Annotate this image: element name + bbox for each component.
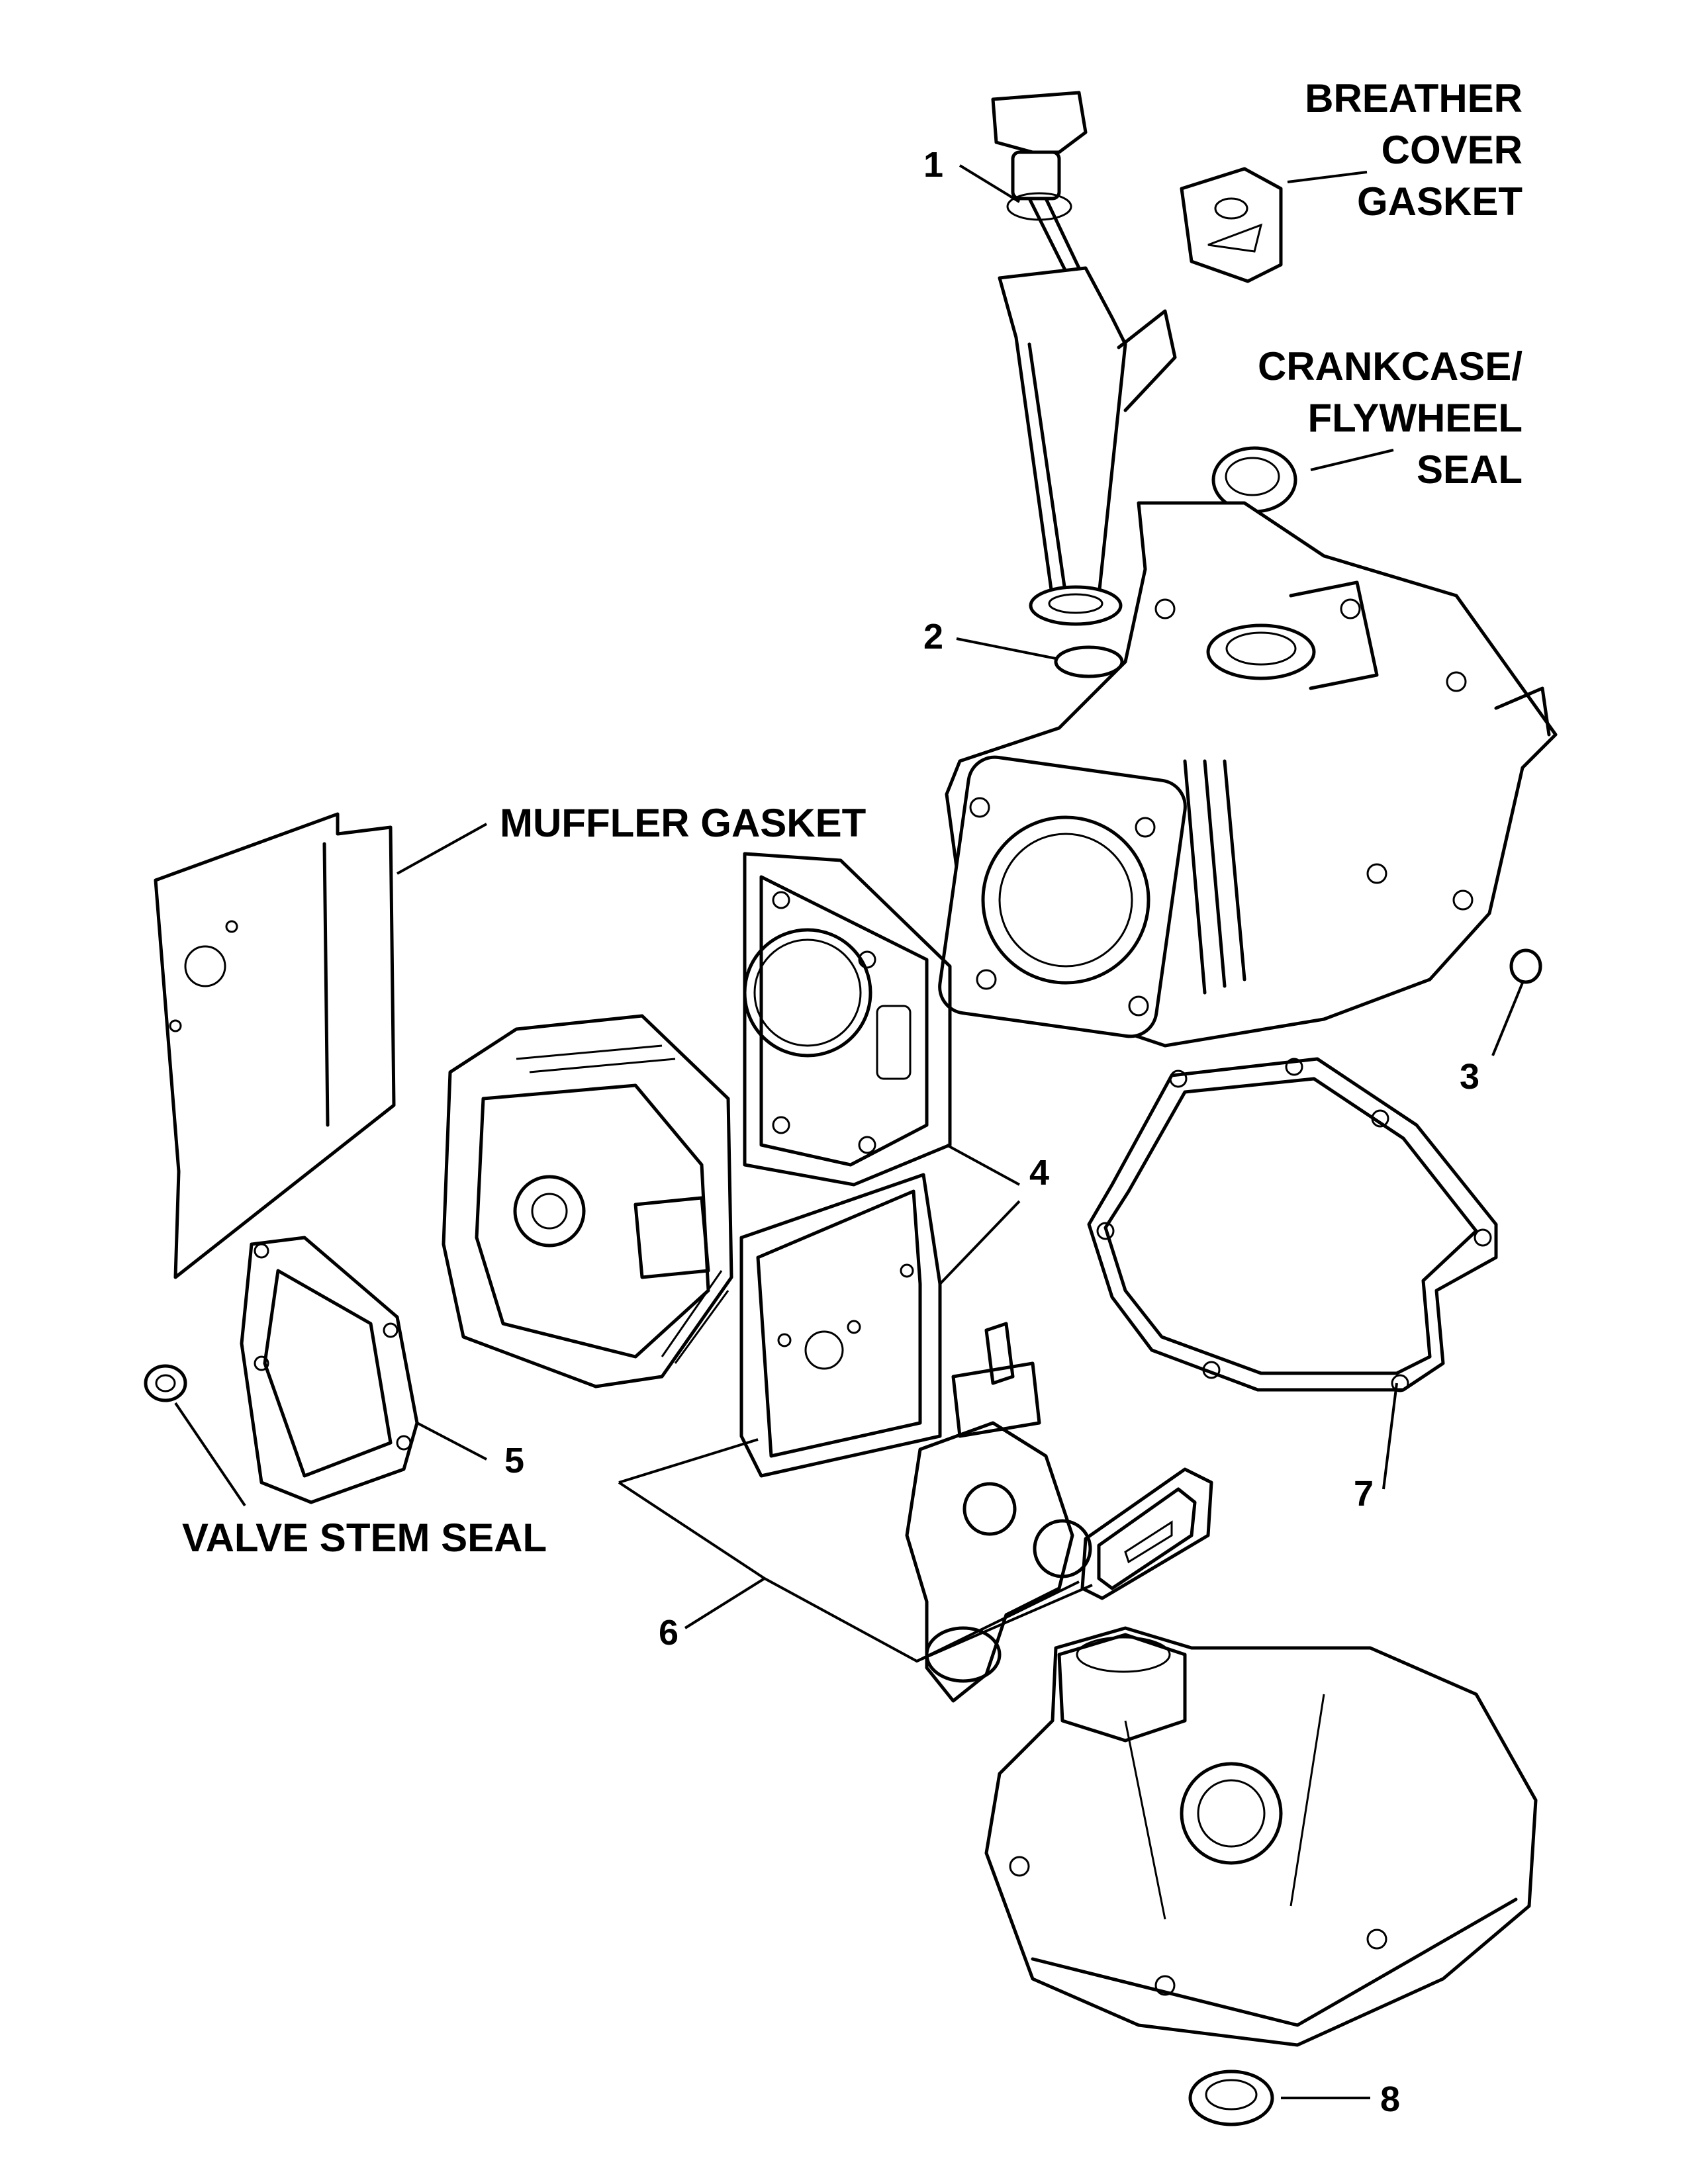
crankcase-flywheel-seal-label: CRANKCASE/ FLYWHEEL SEAL	[1258, 341, 1523, 496]
valve-stem-seal-drawing	[144, 1364, 187, 1402]
sump-gasket-drawing	[1087, 1057, 1498, 1392]
leader-lines	[174, 164, 1524, 2099]
breather-label-line-3: GASKET	[1356, 179, 1523, 224]
cylinder-head-drawing	[442, 1014, 733, 1388]
carburetor-gasket-drawing	[1080, 1467, 1213, 1600]
callout-4: 4	[1029, 1153, 1050, 1193]
engine-block-drawing	[938, 501, 1558, 1048]
breather-label-line-1: BREATHER	[1305, 76, 1523, 120]
callout-8: 8	[1380, 2079, 1401, 2119]
valve-stem-seal-label: VALVE STEM SEAL	[182, 1516, 547, 1560]
valve-cover-gasket-drawing	[240, 1236, 419, 1504]
callout-1: 1	[923, 145, 944, 185]
callout-7: 7	[1354, 1474, 1374, 1514]
o-ring-drawing	[1054, 645, 1124, 678]
callout-6: 6	[659, 1613, 679, 1653]
sump-cover-drawing	[984, 1626, 1538, 2047]
breather-label-line-2: COVER	[1381, 128, 1523, 172]
muffler-gasket-label: MUFFLER GASKET	[500, 801, 867, 845]
intake-gasket-drawing	[739, 1173, 942, 1478]
crankcase-label-line-1: CRANKCASE/	[1257, 344, 1523, 388]
small-seal-drawing	[1509, 948, 1542, 984]
breather-cover-gasket-label: BREATHER COVER GASKET	[1305, 73, 1523, 228]
muffler-gasket-drawing	[154, 812, 396, 1279]
breather-cover-gasket-drawing	[1180, 167, 1283, 283]
crankcase-label-line-2: FLYWHEEL	[1307, 396, 1523, 440]
callout-5: 5	[504, 1441, 525, 1480]
carburetor-drawing	[905, 1322, 1092, 1703]
dipstick-assembly	[991, 91, 1177, 626]
crankcase-label-line-3: SEAL	[1416, 447, 1523, 492]
callout-2: 2	[923, 617, 944, 657]
bottom-seal-drawing	[1188, 2070, 1274, 2126]
head-gasket-drawing	[743, 852, 952, 1187]
callout-3: 3	[1460, 1057, 1480, 1097]
